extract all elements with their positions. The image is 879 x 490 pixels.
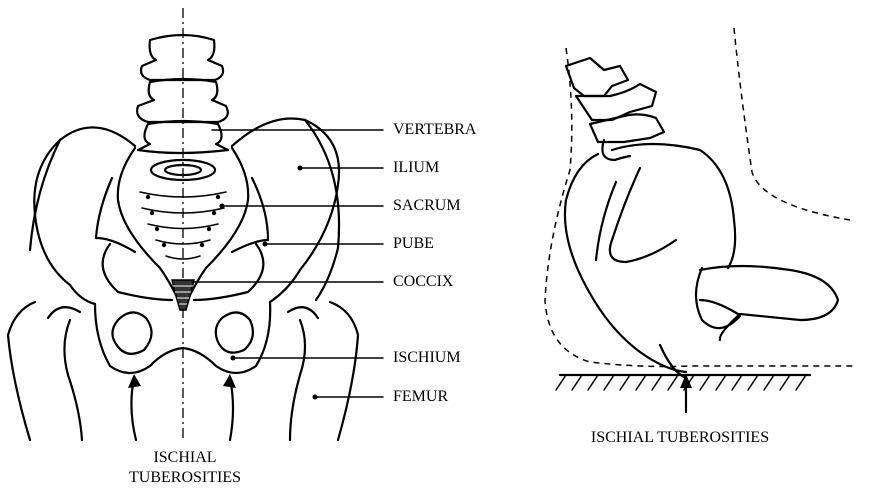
label-coccix: COCCIX [393,273,453,291]
left-caption: ISCHIAL TUBEROSITIES [120,448,250,488]
label-ischium: ISCHIUM [393,349,461,367]
femur-right-shape [330,302,358,440]
left-caption-line1: ISCHIAL [120,448,250,468]
side-view-pelvis [545,28,855,412]
ilium-left-shape [34,127,135,304]
label-ilium: ILIUM [393,159,439,177]
coccyx-shape [172,280,194,310]
obturator-right [216,312,253,352]
label-pube: PUBE [393,235,434,253]
femur-left-shape [8,302,35,440]
vertebra-shape [141,35,223,80]
label-femur: FEMUR [393,388,448,406]
right-caption: ISCHIAL TUBEROSITIES [545,428,815,448]
label-vertebra: VERTEBRA [393,121,476,139]
side-vertebra [566,58,628,96]
obturator-left [112,312,151,353]
ilium-right-shape [232,118,339,302]
label-sacrum: SACRUM [393,197,461,215]
left-caption-line2: TUBEROSITIES [120,468,250,488]
front-view-pelvis [8,8,383,440]
